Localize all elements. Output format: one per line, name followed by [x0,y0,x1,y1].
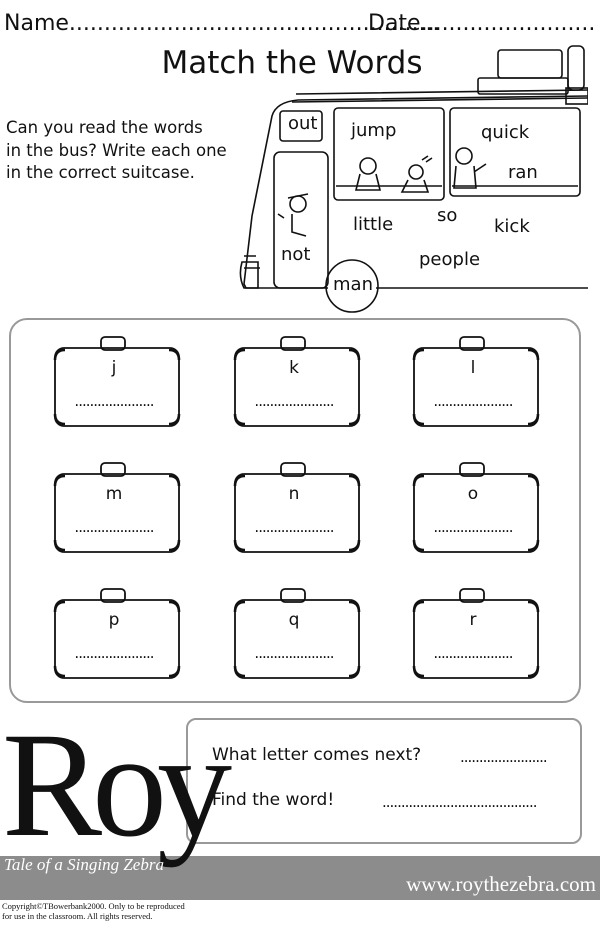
footer-band [0,856,600,900]
suitcase-icon [412,462,540,553]
bus-word-out: out [288,113,318,134]
bus-door [273,151,329,289]
suitcase-icon [233,462,361,553]
suitcase-n: n..................... [232,462,362,554]
suitcase-icon [412,588,540,679]
suitcase-letter: k [289,358,299,378]
suitcase-letter: r [469,610,477,630]
find-word-answer[interactable]: ........................................… [382,793,537,811]
suitcase-answer-line[interactable]: ..................... [433,518,513,536]
suitcase-icon [53,588,181,679]
instructions: Can you read the words in the bus? Write… [6,117,236,185]
next-letter-answer[interactable]: ....................... [460,748,548,766]
suitcase-icon [53,462,181,553]
bus-word-man: man [333,274,373,295]
name-field[interactable]: Name....................................… [4,11,440,36]
bus-wheel [325,259,379,313]
suitcase-answer-line[interactable]: ..................... [254,644,334,662]
instruction-line: in the correct suitcase. [6,163,195,182]
suitcase-letter: q [288,610,300,630]
bus-word-ran: ran [508,162,538,183]
suitcase-letter: l [470,358,476,378]
driver [289,195,307,213]
suitcase-answer-line[interactable]: ..................... [74,518,154,536]
suitcase-icon [233,588,361,679]
bus-window [333,107,445,201]
bus-word-kick: kick [494,216,530,237]
bus-word-so: so [437,205,458,226]
suitcase-m: m..................... [52,462,182,554]
suitcase-letter: j [111,358,117,378]
passenger [359,157,377,175]
suitcase-icon [233,336,361,427]
suitcase-letter: p [108,610,120,630]
bus-word-little: little [353,214,394,235]
suitcase-answer-line[interactable]: ..................... [74,392,154,410]
bus-window [279,110,323,142]
question-panel [186,718,582,844]
bus-word-not: not [281,244,311,265]
page-title: Match the Words [161,45,423,81]
bus-word-quick: quick [481,122,530,143]
passenger [408,164,424,180]
suitcase-answer-line[interactable]: ..................... [433,392,513,410]
find-word-label: Find the word! [212,790,335,810]
bus-window [449,107,581,197]
roof-luggage [497,49,563,79]
suitcase-answer-line[interactable]: ..................... [254,518,334,536]
bus-illustration [239,45,588,313]
bus-bumper [239,261,259,289]
bus-word-jump: jump [351,120,397,141]
copyright-line: for use in the classroom. All rights res… [2,910,153,921]
roy-logo: Roy [2,702,232,868]
roof-rack [291,89,588,103]
suitcase-q: q..................... [232,588,362,680]
roof-luggage [567,45,585,91]
suitcase-p: p..................... [52,588,182,680]
suitcase-o: o..................... [411,462,541,554]
tagline: Tale of a Singing Zebra [4,855,164,874]
suitcase-letter: n [288,484,300,504]
instruction-line: Can you read the words [6,118,203,137]
suitcase-letter: o [467,484,479,504]
website-link[interactable]: www.roythezebra.com [406,872,596,896]
suitcase-letter: m [105,484,123,504]
next-letter-label: What letter comes next? [212,745,422,765]
suitcase-icon [412,336,540,427]
bus-body [243,95,588,289]
copyright-notice: Copyright©TBowerbank2000. Only to be rep… [2,901,185,921]
suitcase-answer-line[interactable]: ..................... [254,392,334,410]
suitcase-r: r..................... [411,588,541,680]
suitcase-answer-line[interactable]: ..................... [74,644,154,662]
suitcase-l: l..................... [411,336,541,428]
bus-word-people: people [419,249,481,270]
copyright-line: Copyright©TBowerbank2000. Only to be rep… [2,901,185,911]
instruction-line: in the bus? Write each one [6,140,227,160]
suitcase-panel [9,318,581,703]
suitcase-k: k..................... [232,336,362,428]
suitcase-icon [53,336,181,427]
suitcase-answer-line[interactable]: ..................... [433,644,513,662]
suitcase-j: j..................... [52,336,182,428]
date-field[interactable]: Date......................... [368,11,596,36]
passenger [455,147,473,165]
